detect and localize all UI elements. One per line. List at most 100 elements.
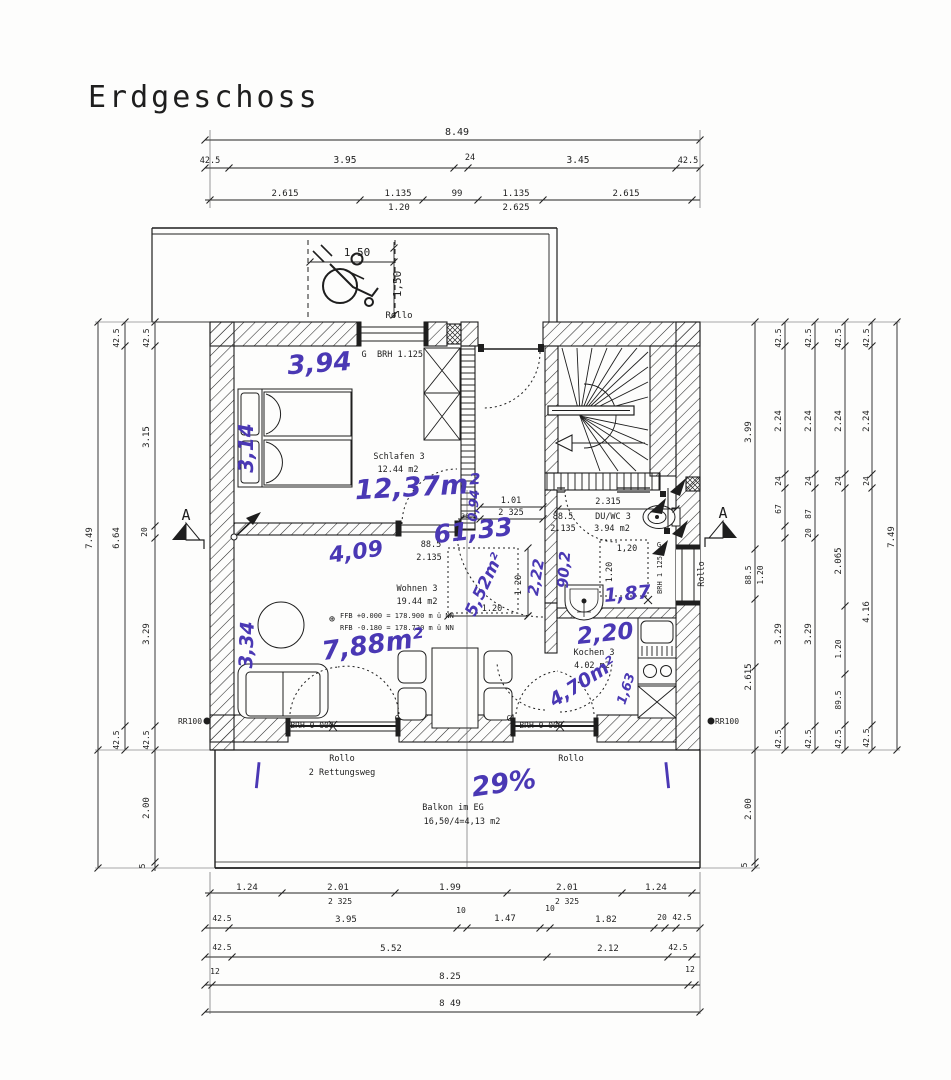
dim-shower-square: 1,20 [617, 544, 637, 554]
sill-height: BRH 1 125 [656, 556, 664, 594]
balcony-name: Balkon im EG [422, 803, 483, 813]
dim: 3.99 [744, 421, 754, 443]
dim: 2.24 [862, 410, 872, 432]
dim-left-total: 7.49 [85, 527, 95, 549]
dim: 99 [452, 189, 463, 199]
dim: 42.5 [804, 729, 813, 748]
glass-mark: G [657, 541, 661, 549]
dim: 42.5 [834, 729, 843, 748]
dim: 5.52 [380, 944, 402, 954]
dim-shower-square: 1.20 [605, 562, 615, 582]
window-size: 88.5 [421, 540, 441, 550]
window-north [356, 321, 429, 347]
dim-turning-square: 1.20 [482, 604, 502, 614]
wheelchair-icon [312, 244, 379, 307]
level-rfb: RFB -0.180 = 178.720 m ü NN [340, 624, 454, 632]
sill-height: BRH 0 000 [519, 721, 563, 730]
note-hand: 3,34 [235, 621, 259, 669]
note-hand: 4,09 [326, 536, 384, 568]
double-bed [237, 388, 353, 488]
balcony [210, 749, 701, 869]
dim: 10 [456, 906, 466, 915]
sill-height: BRH 1.125 [377, 350, 423, 360]
dim: 2.01 [327, 883, 349, 893]
glass-mark: G [395, 714, 400, 723]
rollo-label-southwest: Rollo [329, 754, 355, 764]
dim: 1.24 [236, 883, 258, 893]
section-marker-east [704, 519, 737, 547]
note-hand: 29% [470, 764, 538, 804]
dimension-lines [94, 130, 901, 1016]
rollo-label-east: Rollo [697, 561, 707, 587]
dim: 42.5 [112, 730, 121, 749]
dim: 2.315 [595, 497, 621, 507]
round-table [257, 601, 305, 649]
dim: 42.5 [862, 328, 871, 347]
room-area-wohnen: 19.44 m2 [397, 597, 438, 607]
note-hand: 0,94 [466, 489, 483, 522]
dim: 1.20 [834, 639, 843, 658]
dim: 12 [685, 965, 695, 974]
dim: 5 [740, 862, 749, 867]
door-swings [289, 351, 618, 715]
dim: 42.5 [142, 730, 151, 749]
dim: 3.45 [567, 155, 590, 166]
dim: 1.135 [502, 189, 529, 199]
dim: 42.5 [774, 328, 783, 347]
dim-right-total: 7.49 [887, 526, 897, 548]
dim: 24 [834, 476, 843, 486]
note-hand: 3,14 [234, 423, 258, 472]
dim: 1.135 [384, 189, 411, 199]
check-mark: | [252, 759, 265, 790]
dim: 89.5 [834, 690, 843, 709]
dim: 2 325 [328, 897, 352, 906]
dim: 1.20 [388, 203, 410, 213]
drawing-title: Erdgeschoss [88, 80, 320, 115]
sill-height: BRH 0 000 [290, 721, 334, 730]
dim: 2 325 [498, 508, 524, 518]
dim: 88.5 [744, 565, 753, 584]
balcony-doors-south [285, 717, 599, 737]
dim: 1.82 [595, 915, 617, 925]
dim: 42.5 [834, 328, 843, 347]
dim: 3.29 [804, 623, 814, 645]
dim: 3.95 [334, 155, 357, 166]
dim: 42.5 [200, 156, 220, 166]
stairs [547, 346, 649, 473]
note-hand: 2,20 [576, 618, 635, 650]
note-hand: 61,33 [432, 512, 514, 549]
dim: 2.065 [834, 547, 844, 574]
dim: 42.5 [212, 914, 231, 923]
dim: 2.12 [597, 944, 619, 954]
downpipe-dot [707, 717, 715, 725]
entry-door [478, 344, 544, 352]
window-size: 2.135 [416, 553, 442, 563]
dim: 20 [804, 528, 813, 538]
room-name-wohnen: Wohnen 3 [397, 584, 438, 594]
room-name-schlafen: Schlafen 3 [373, 452, 424, 462]
downpipe-label: RR100 [715, 717, 739, 726]
shower-square [599, 539, 653, 605]
window-size: 2.135 [550, 524, 576, 534]
check-mark: | [661, 759, 674, 790]
room-area-duwc: 3.94 m2 [594, 524, 630, 534]
note-hand: 3,94 [286, 347, 352, 381]
dim: 2.615 [271, 189, 298, 199]
dim: 3.15 [142, 426, 152, 448]
wardrobe [423, 347, 461, 441]
dim-turning-square: 1 20 [514, 575, 524, 595]
dim: 2.625 [502, 203, 529, 213]
dining-set [397, 647, 513, 729]
dim: 2.00 [142, 797, 152, 819]
dim: 10 [545, 904, 555, 913]
rollo-label-terrace: Rollo [385, 311, 412, 321]
dim: 2.00 [744, 798, 754, 820]
level-mark: ⊕ [329, 614, 335, 625]
dim: 42.5 [804, 328, 813, 347]
dim: 1.47 [494, 914, 516, 924]
bedroom-door [395, 520, 461, 537]
dim: 2.615 [612, 189, 639, 199]
dim: 2.24 [804, 410, 814, 432]
